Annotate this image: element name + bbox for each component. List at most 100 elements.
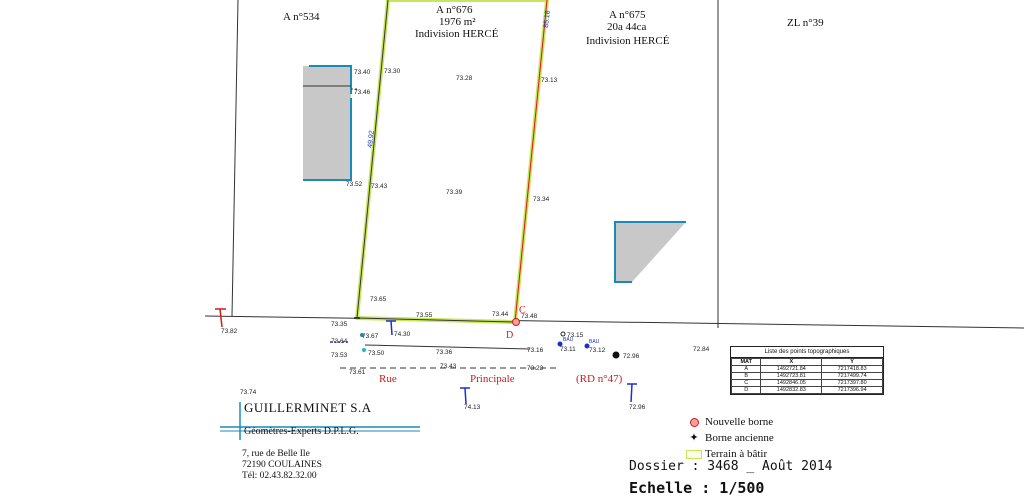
table-title: Liste des points topographiques — [731, 347, 883, 358]
elevation-label: 73.39 — [446, 189, 463, 196]
old-borne-icon: ✦ — [689, 431, 699, 444]
table-cell: 1492723.81 — [760, 372, 823, 380]
elevation-label: 73.13 — [541, 77, 558, 84]
table-header: Y — [821, 358, 883, 366]
table-header: X — [760, 358, 823, 366]
table-cell: 7217499.74 — [821, 372, 883, 380]
survey-point — [360, 333, 364, 337]
table-cell: D — [730, 386, 762, 394]
road-name-rue: Rue — [379, 373, 397, 385]
legend-label: Terrain à bâtir — [705, 448, 768, 460]
elevation-label: 73.43 — [371, 183, 388, 190]
elevation-label: 73.16 — [527, 347, 544, 354]
elevation-label: 72.84 — [693, 346, 710, 353]
legend-item: ✦ Borne ancienne — [683, 430, 774, 446]
elevation-label: 73.36 — [436, 349, 453, 356]
table-cell: 7217418.83 — [821, 365, 883, 373]
dossier-info: Dossier : 3468 _ Août 2014 — [629, 459, 833, 474]
road-edge-north — [204, 315, 1024, 329]
parcel-a675-owner: Indivision HERCÉ — [586, 35, 670, 47]
table-cell: 7217396.94 — [821, 386, 883, 394]
elevation-label: 73.35 — [331, 321, 348, 328]
parcel-edge-south — [356, 317, 516, 323]
elevation-label: 73.11 — [560, 346, 576, 353]
boundary-line — [231, 0, 239, 317]
survey-point — [560, 331, 566, 337]
table-row: B 1492723.81 7217499.74 — [730, 372, 883, 380]
address-line: 7, rue de Belle Ile — [242, 449, 310, 459]
elevation-label: 73.43 — [440, 363, 457, 370]
table-row: D 1492832.83 7217396.94 — [730, 386, 883, 394]
elevation-label: 73.65 — [370, 296, 387, 303]
elevation-label: 73.40 — [354, 69, 371, 76]
survey-point — [584, 343, 590, 349]
parcel-edge-east — [514, 0, 548, 323]
elevation-label: 73.34 — [533, 196, 550, 203]
table-row: A 1492721.84 7217418.83 — [730, 365, 883, 373]
table-cell: 1492832.83 — [760, 386, 823, 394]
new-borne-icon — [689, 417, 699, 427]
table-header: MAT — [730, 358, 762, 366]
elevation-label: 74.30 — [394, 331, 411, 338]
elevation-label: 72.96 — [623, 353, 640, 360]
survey-point — [612, 351, 620, 359]
elevation-label: 73.74 — [240, 389, 257, 396]
table-cell: 7217397.80 — [821, 379, 883, 387]
elevation-label: 73.61 — [349, 369, 366, 376]
table-cell: 1492721.84 — [760, 365, 823, 373]
topographic-points-table: Liste des points topographiques MAT X Y … — [730, 346, 884, 395]
elevation-label: 73.67 — [362, 333, 379, 340]
elevation-label: 73.53 — [331, 352, 348, 359]
borne-t-marker — [627, 383, 637, 403]
point-d-label: D — [506, 330, 513, 341]
elevation-label: 73.46 — [354, 89, 371, 96]
network-label: BAU — [563, 337, 574, 343]
elevation-label: 73.28 — [456, 75, 473, 82]
company-block: GUILLERMINET S.A Géomètres-Experts D.P.L… — [222, 400, 432, 482]
building-edge — [614, 221, 686, 283]
company-address: 7, rue de Belle Ile 72190 COULAINES Tél:… — [242, 449, 432, 482]
table-cell: A — [730, 365, 762, 373]
survey-point — [557, 341, 563, 347]
parcel-a676-id: A n°676 — [436, 4, 473, 16]
new-borne-c — [512, 318, 520, 326]
parcel-a534-label: A n°534 — [283, 11, 320, 23]
road-name-rd: (RD n°47) — [576, 373, 623, 385]
table-cell: 1492846.05 — [760, 379, 823, 387]
scale-info: Echelle : 1/500 — [629, 479, 765, 497]
building-edge — [303, 98, 352, 181]
building-a675 — [615, 222, 686, 282]
legend-item: Nouvelle borne — [683, 414, 774, 430]
table-cell: C — [730, 379, 762, 387]
legend-item: Terrain à bâtir — [683, 446, 774, 462]
elevation-label: 73.30 — [384, 68, 401, 75]
address-line: Tél: 02.43.82.32.00 — [242, 471, 317, 481]
company-name: GUILLERMINET S.A — [244, 400, 372, 415]
dimension-east: 85.18 — [543, 10, 552, 28]
borne-t-marker — [215, 308, 226, 328]
elevation-label: 73.15 — [567, 332, 584, 339]
borne-t-marker — [386, 320, 396, 336]
elevation-label: 73.50 — [368, 350, 385, 357]
elevation-label: 73.12 — [589, 347, 606, 354]
building-a534 — [303, 66, 351, 180]
parcel-edge-west — [356, 0, 389, 319]
elevation-label: 73.55 — [416, 312, 433, 319]
legend-label: Nouvelle borne — [705, 416, 774, 428]
company-profession: Géomètres-Experts D.P.L.G. — [244, 426, 359, 437]
terrain-a-batir — [355, 0, 549, 324]
elevation-label: 74.13 — [464, 404, 481, 411]
table-row: C 1492846.05 7217397.80 — [730, 379, 883, 387]
elevation-label: 73.82 — [221, 328, 238, 335]
table-cell: B — [730, 372, 762, 380]
parcel-zl39-label: ZL n°39 — [787, 17, 824, 29]
legend-label: Borne ancienne — [705, 432, 774, 444]
road-name-principale: Principale — [470, 373, 515, 385]
parcel-a675-area: 20a 44ca — [607, 21, 647, 33]
map-legend: Nouvelle borne ✦ Borne ancienne Terrain … — [683, 414, 774, 462]
parcel-a676-owner: Indivision HERCÉ — [415, 28, 499, 40]
dimension-west: 49.92 — [367, 130, 376, 148]
network-label: BAU — [589, 339, 600, 345]
elevation-label: 73.48 — [521, 313, 538, 320]
